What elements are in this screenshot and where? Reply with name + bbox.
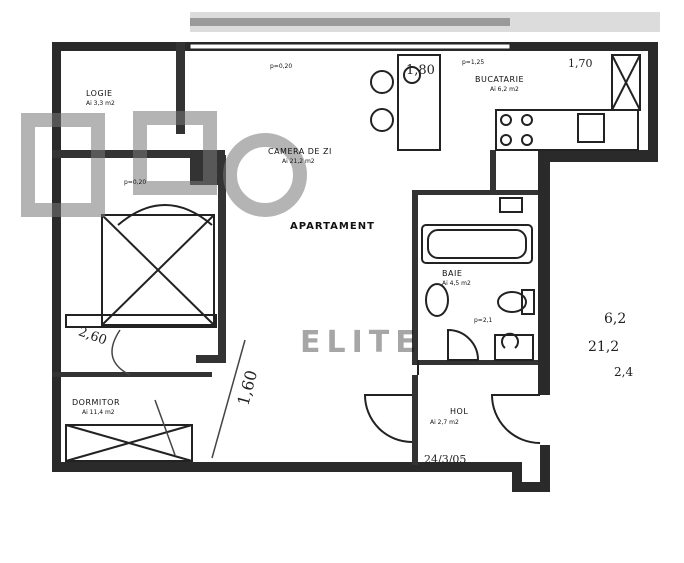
hand-kitchen-note: 1,70 bbox=[568, 57, 593, 70]
hand-right-note-1: 6,2 bbox=[604, 311, 627, 327]
room-bucatarie-name: BUCATARIE bbox=[475, 75, 524, 84]
hand-right-note-3: 2,4 bbox=[614, 365, 634, 379]
bathtub bbox=[421, 197, 533, 264]
scan-noise-top-dark bbox=[190, 18, 510, 26]
hand-sketch-lines bbox=[111, 329, 246, 459]
height-top-left: p=0,20 bbox=[270, 63, 293, 70]
wardrobe bbox=[65, 424, 193, 462]
bath-fixtures bbox=[425, 283, 535, 361]
top-window bbox=[189, 43, 511, 50]
scan-watermark-shapes bbox=[21, 111, 307, 217]
apartment-title: APARTAMENT bbox=[290, 221, 375, 232]
room-logie-area: Ai 3,3 m2 bbox=[86, 100, 115, 107]
hand-dim-180: 1,80 bbox=[406, 63, 435, 78]
room-logie-name: LOGIE bbox=[86, 89, 113, 98]
room-hol-name: HOL bbox=[450, 407, 469, 416]
room-dormitor-area: Ai 11,4 m2 bbox=[82, 409, 115, 416]
room-bucatarie-area: Ai 6,2 m2 bbox=[490, 86, 519, 93]
hand-bottom-code: 24/3/05 bbox=[424, 453, 467, 466]
room-camera-name: CAMERA DE ZI bbox=[268, 147, 332, 156]
room-camera-area: Ai 21,2 m2 bbox=[282, 158, 315, 165]
room-hol-area: Ai 2,7 m2 bbox=[430, 419, 459, 426]
doors bbox=[363, 328, 541, 444]
room-baie-area: Ai 4,5 m2 bbox=[442, 280, 471, 287]
height-bedroom: p=0,20 bbox=[124, 179, 147, 186]
watermark-text: ELITE bbox=[300, 325, 422, 360]
hand-right-note-2: 21,2 bbox=[588, 339, 620, 355]
bed bbox=[65, 204, 217, 328]
bath-walls bbox=[412, 150, 538, 465]
height-top-right: p=1,25 bbox=[462, 59, 485, 66]
kitchen-counter bbox=[495, 54, 641, 151]
room-baie-name: BAIE bbox=[442, 269, 463, 278]
room-dormitor-name: DORMITOR bbox=[72, 398, 121, 407]
bedroom-walls bbox=[52, 155, 226, 377]
height-bath-small: p=2,1 bbox=[474, 317, 493, 324]
dining-table bbox=[370, 54, 441, 151]
